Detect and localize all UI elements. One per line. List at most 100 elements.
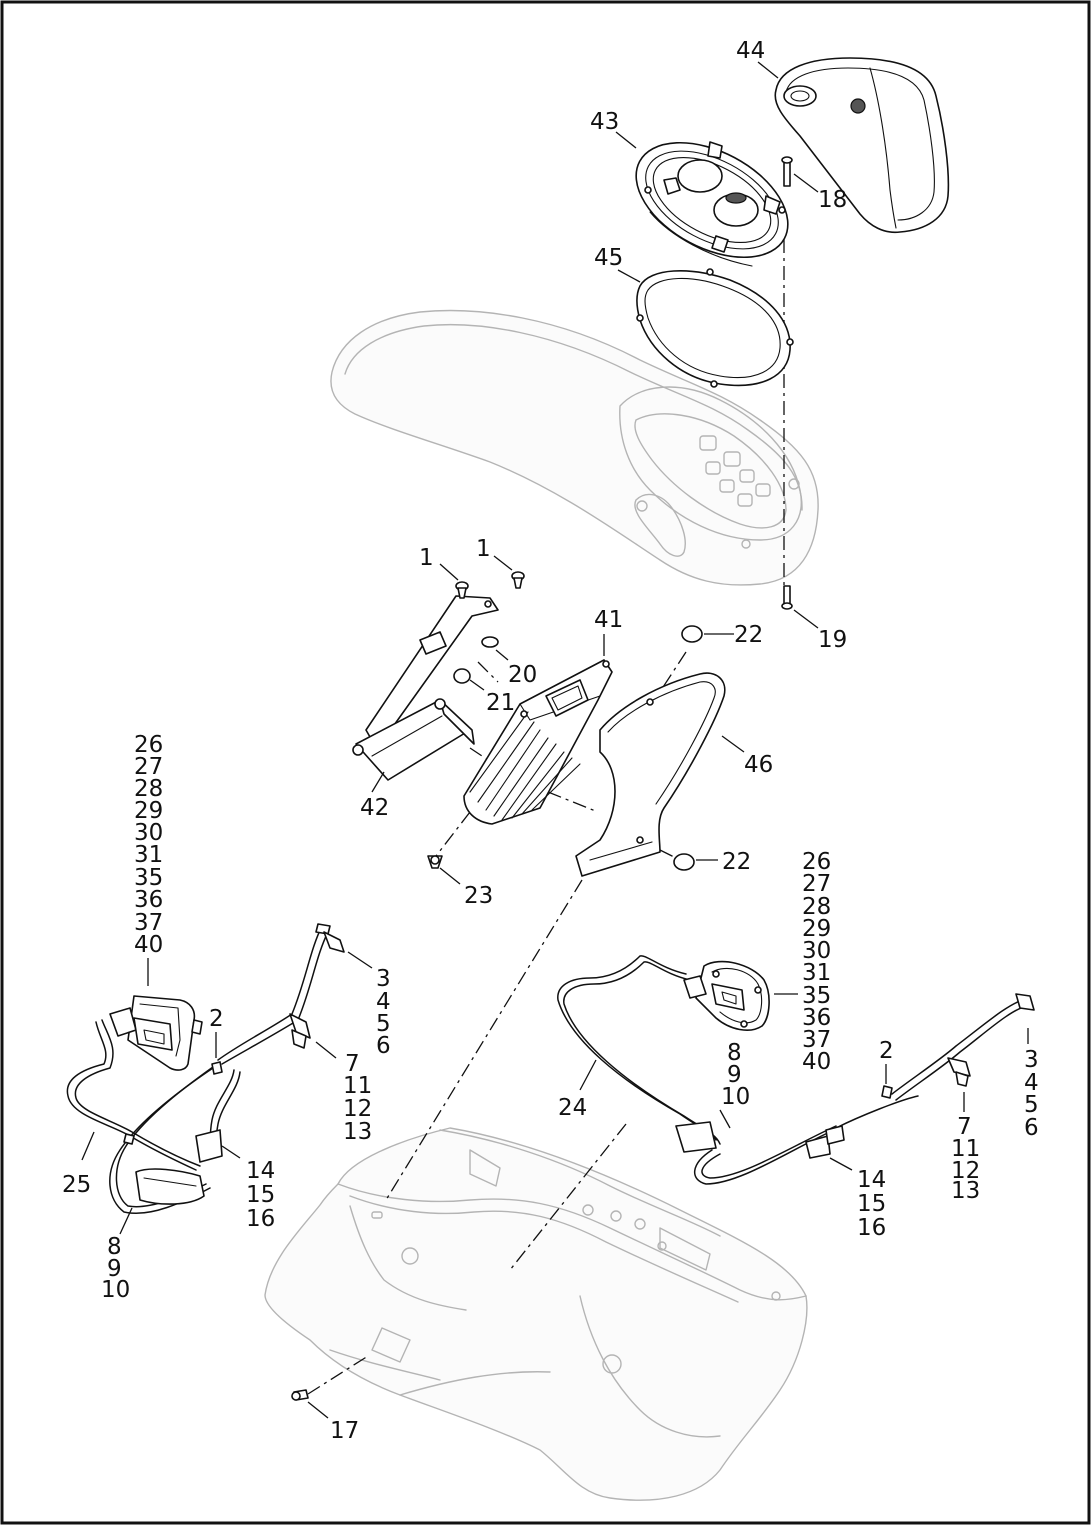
- washer-20: [481, 636, 499, 648]
- callout-stack-14-16-right: 14 15 16: [857, 1167, 886, 1241]
- callout-stack-item: 4: [376, 989, 391, 1015]
- callout-1-left: 1: [419, 545, 434, 571]
- callout-stack-item: 7: [957, 1114, 972, 1140]
- callout-stack-item: 5: [1024, 1092, 1039, 1118]
- callout-1-right: 1: [476, 536, 491, 562]
- plug-22-upper: [681, 625, 703, 643]
- callout-stack-item: 9: [727, 1062, 742, 1088]
- callout-stack-item: 13: [951, 1178, 980, 1204]
- screw-23: [427, 855, 443, 869]
- callout-stack-item: 35: [802, 983, 831, 1009]
- callout-45: 45: [594, 245, 623, 271]
- callout-22-upper: 22: [734, 622, 763, 648]
- callout-stack-item: 28: [802, 894, 831, 920]
- callout-stack-item: 10: [101, 1277, 130, 1303]
- callout-stack-item: 10: [721, 1084, 750, 1110]
- callout-stack-item: 8: [727, 1040, 742, 1066]
- callout-stack-item: 6: [1024, 1115, 1039, 1141]
- screw-1-left: [455, 581, 469, 599]
- callout-44: 44: [736, 38, 765, 64]
- callout-stack-item: 13: [343, 1119, 372, 1145]
- callout-leaders: [81, 61, 1029, 1419]
- callout-stack-item: 14: [246, 1158, 275, 1184]
- switch-housing-right: [683, 960, 770, 1031]
- callout-stack-item: 3: [1024, 1047, 1039, 1073]
- callout-stack-item: 31: [134, 842, 163, 868]
- callout-stack-26-40-right: 26 27 28 29 30 31 35 36 37 40: [802, 849, 831, 1075]
- callout-stack-item: 29: [802, 916, 831, 942]
- plug-22-lower: [673, 853, 695, 871]
- callout-stack-item: 31: [802, 960, 831, 986]
- callout-42: 42: [360, 795, 389, 821]
- callout-stack-item: 16: [246, 1206, 275, 1232]
- callout-stack-item: 12: [951, 1158, 980, 1184]
- saddlebag-lid-outline: [330, 309, 819, 586]
- callout-stack-14-16-left: 14 15 16: [246, 1158, 275, 1232]
- harness-left: [66, 923, 345, 1214]
- callout-stack-item: 40: [802, 1049, 831, 1075]
- callout-stack-item: 3: [376, 966, 391, 992]
- callout-stack-item: 4: [1024, 1070, 1039, 1096]
- callout-stack-item: 37: [134, 910, 163, 936]
- callout-stack-item: 35: [134, 865, 163, 891]
- callout-stack-7-13-left: 7 11 12 13: [343, 1051, 372, 1145]
- callout-41: 41: [594, 607, 623, 633]
- callout-stack-8-10-left: 8 9 10: [101, 1234, 130, 1303]
- callout-stack-item: 11: [343, 1073, 372, 1099]
- callout-stack-item: 27: [802, 871, 831, 897]
- callout-stack-7-13-right: 7 11 12 13: [951, 1114, 980, 1204]
- grommet-21: [453, 668, 471, 684]
- callout-stack-item: 6: [376, 1033, 391, 1059]
- callout-18: 18: [818, 187, 847, 213]
- callout-stack-item: 15: [246, 1182, 275, 1208]
- callout-25: 25: [62, 1172, 91, 1198]
- callout-stack-item: 28: [134, 776, 163, 802]
- callout-labels: 44 43 18 45 19 1 1 41 22 20 21 46 42 22 …: [62, 38, 1039, 1444]
- callout-stack-item: 14: [857, 1167, 886, 1193]
- callout-stack-item: 26: [802, 849, 831, 875]
- callout-stack-3-6-right: 3 4 5 6: [1024, 1047, 1039, 1141]
- speaker-gasket: [636, 268, 794, 388]
- switch-housing-left: [109, 995, 203, 1071]
- assembly-alignment-lines: [307, 212, 785, 1395]
- callout-2-right: 2: [879, 1038, 894, 1064]
- speaker-grille: [774, 57, 950, 234]
- callout-2-left: 2: [209, 1006, 224, 1032]
- callout-21: 21: [486, 690, 515, 716]
- callout-24: 24: [558, 1095, 587, 1121]
- callout-stack-item: 15: [857, 1191, 886, 1217]
- callout-stack-item: 8: [107, 1234, 122, 1260]
- callout-stack-item: 26: [134, 732, 163, 758]
- callout-stack-item: 9: [107, 1256, 122, 1282]
- amplifier: [463, 659, 613, 825]
- fastener-18: [781, 156, 793, 187]
- callout-stack-item: 12: [343, 1096, 372, 1122]
- harness-right: [557, 955, 1035, 1185]
- callout-stack-item: 36: [134, 887, 163, 913]
- callout-22-lower: 22: [722, 849, 751, 875]
- saddlebag-body-outline: [264, 1127, 808, 1501]
- callout-stack-item: 11: [951, 1136, 980, 1162]
- fastener-19: [781, 585, 793, 610]
- screw-17: [291, 1389, 309, 1401]
- callout-stack-3-6-left: 3 4 5 6: [376, 966, 391, 1059]
- callout-stack-item: 7: [345, 1051, 360, 1077]
- callout-stack-item: 30: [802, 938, 831, 964]
- callout-17: 17: [330, 1418, 359, 1444]
- callout-43: 43: [590, 109, 619, 135]
- callout-23: 23: [464, 883, 493, 909]
- callout-stack-item: 37: [802, 1027, 831, 1053]
- callout-stack-item: 36: [802, 1005, 831, 1031]
- callout-46: 46: [744, 752, 773, 778]
- amplifier-cover: [575, 672, 726, 877]
- callout-stack-26-40-left: 26 27 28 29 30 31 35 36 37 40: [134, 732, 163, 958]
- callout-stack-item: 29: [134, 798, 163, 824]
- callout-19: 19: [818, 627, 847, 653]
- callout-stack-item: 40: [134, 932, 163, 958]
- callout-20: 20: [508, 662, 537, 688]
- callout-stack-8-10-right: 8 9 10: [721, 1040, 750, 1110]
- callout-stack-item: 27: [134, 754, 163, 780]
- screw-1-right: [511, 571, 525, 589]
- callout-stack-item: 16: [857, 1215, 886, 1241]
